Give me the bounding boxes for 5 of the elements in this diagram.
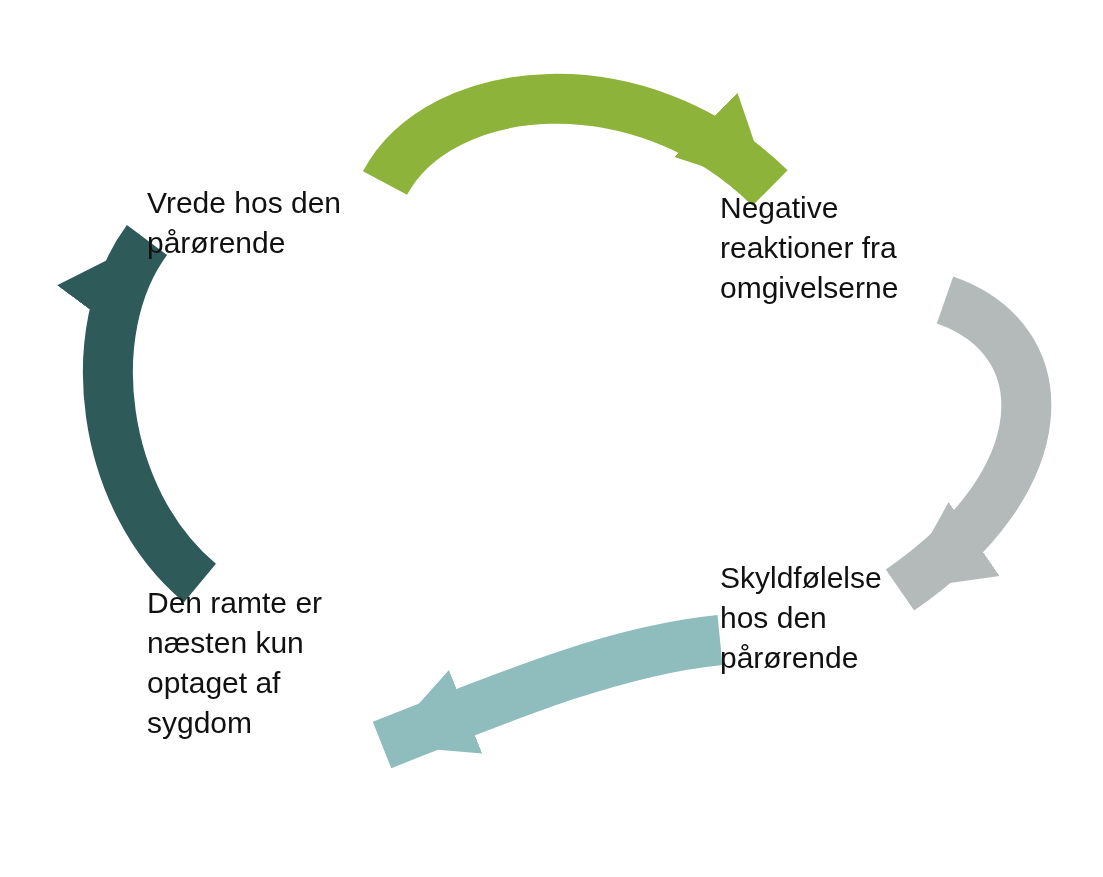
cycle-step-label: Negative reaktioner fra omgivelserne: [720, 188, 945, 308]
curved-arrow: [372, 615, 724, 769]
cycle-step-label: Den ramte er næsten kun optaget af sygdom: [147, 583, 382, 743]
cycle-step-label: Vrede hos den pårørende: [147, 183, 397, 263]
cycle-step-label: Skyldfølelse hos den pårørende: [720, 558, 900, 678]
